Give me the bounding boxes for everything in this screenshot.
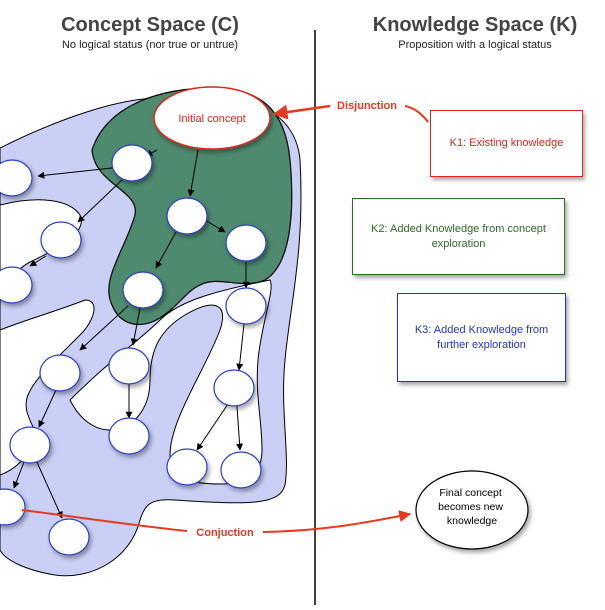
edge: [37, 167, 113, 179]
concept-edges: [12, 149, 250, 519]
concept-node: [225, 224, 267, 262]
knowledge-box-k1-label: K1: Existing knowledge: [449, 137, 564, 149]
edge: [12, 461, 25, 489]
edge: [236, 323, 245, 371]
concept-node: [108, 347, 150, 385]
knowledge-box-k3-label: K3: Added Knowledge from further explora…: [414, 323, 549, 351]
concept-node: [40, 221, 82, 259]
concept-node: [166, 448, 208, 486]
concept-node: [225, 287, 267, 325]
disjunction-connector: [404, 105, 429, 123]
conjunction-label: Conjuction: [196, 527, 254, 539]
concept-node: [166, 197, 208, 235]
concept-node: [0, 266, 33, 304]
conjunction-arrow-left: [21, 509, 188, 532]
edge: [187, 149, 199, 197]
edge: [204, 219, 226, 233]
disjunction-arrow: [272, 104, 331, 120]
final-concept-label: Final concept becomes new knowledge: [438, 487, 506, 527]
knowledge-box-k2: K2: Added Knowledge from concept explora…: [352, 198, 565, 275]
edge: [196, 403, 229, 451]
disjunction-label: Disjunction: [337, 100, 397, 112]
initial-concept-label: Initial concept: [178, 113, 245, 125]
edge: [130, 307, 141, 346]
concept-node: [0, 488, 26, 526]
knowledge-box-k2-label: K2: Added Knowledge from concept explora…: [371, 222, 546, 250]
edge: [29, 255, 47, 267]
concept-space-title: Concept Space (C): [61, 14, 239, 36]
edge: [236, 405, 244, 451]
edge: [77, 179, 123, 223]
knowledge-space-subtitle: Proposition with a logical status: [398, 39, 552, 51]
edge: [38, 389, 57, 428]
concept-node: [213, 369, 255, 407]
edge: [35, 459, 63, 519]
concept-node: [0, 159, 33, 197]
concept-node: [108, 417, 150, 455]
concept-space-header: Concept Space (C) No logical status (nor…: [20, 14, 280, 51]
knowledge-box-k1: K1: Existing knowledge: [430, 110, 583, 177]
concept-node: [111, 144, 153, 182]
concept-node: [39, 354, 81, 392]
edge: [79, 305, 129, 351]
knowledge-space-header: Knowledge Space (K) Proposition with a l…: [360, 14, 590, 51]
final-concept-node: [415, 470, 529, 550]
edge: [155, 231, 177, 269]
concept-node: [220, 451, 262, 489]
concept-space-subtitle: No logical status (nor true or untrue): [61, 39, 239, 51]
concept-node: [122, 271, 164, 309]
conjunction-arrow-right: [262, 510, 412, 533]
concept-node: [9, 426, 51, 464]
knowledge-space-title: Knowledge Space (K): [372, 14, 578, 36]
concept-nodes: [0, 144, 267, 556]
knowledge-box-k3: K3: Added Knowledge from further explora…: [397, 293, 566, 382]
initial-concept-node: [153, 86, 271, 150]
concept-node: [48, 518, 90, 556]
